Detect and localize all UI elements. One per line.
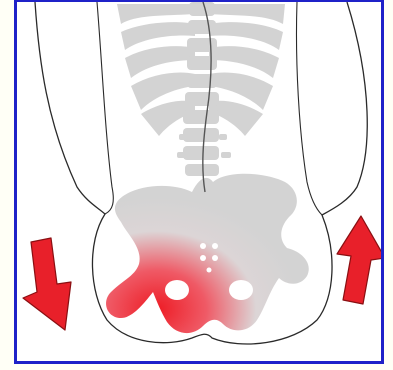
- bottom-strip: [0, 364, 393, 370]
- arrow-up-icon: [337, 216, 381, 304]
- anatomy-illustration: [17, 2, 381, 364]
- arrow-down-icon: [23, 238, 71, 330]
- body-side-line-left: [97, 2, 113, 214]
- pelvis: [106, 174, 309, 333]
- body-side-line-right: [296, 2, 322, 215]
- illustration-frame: [14, 0, 384, 364]
